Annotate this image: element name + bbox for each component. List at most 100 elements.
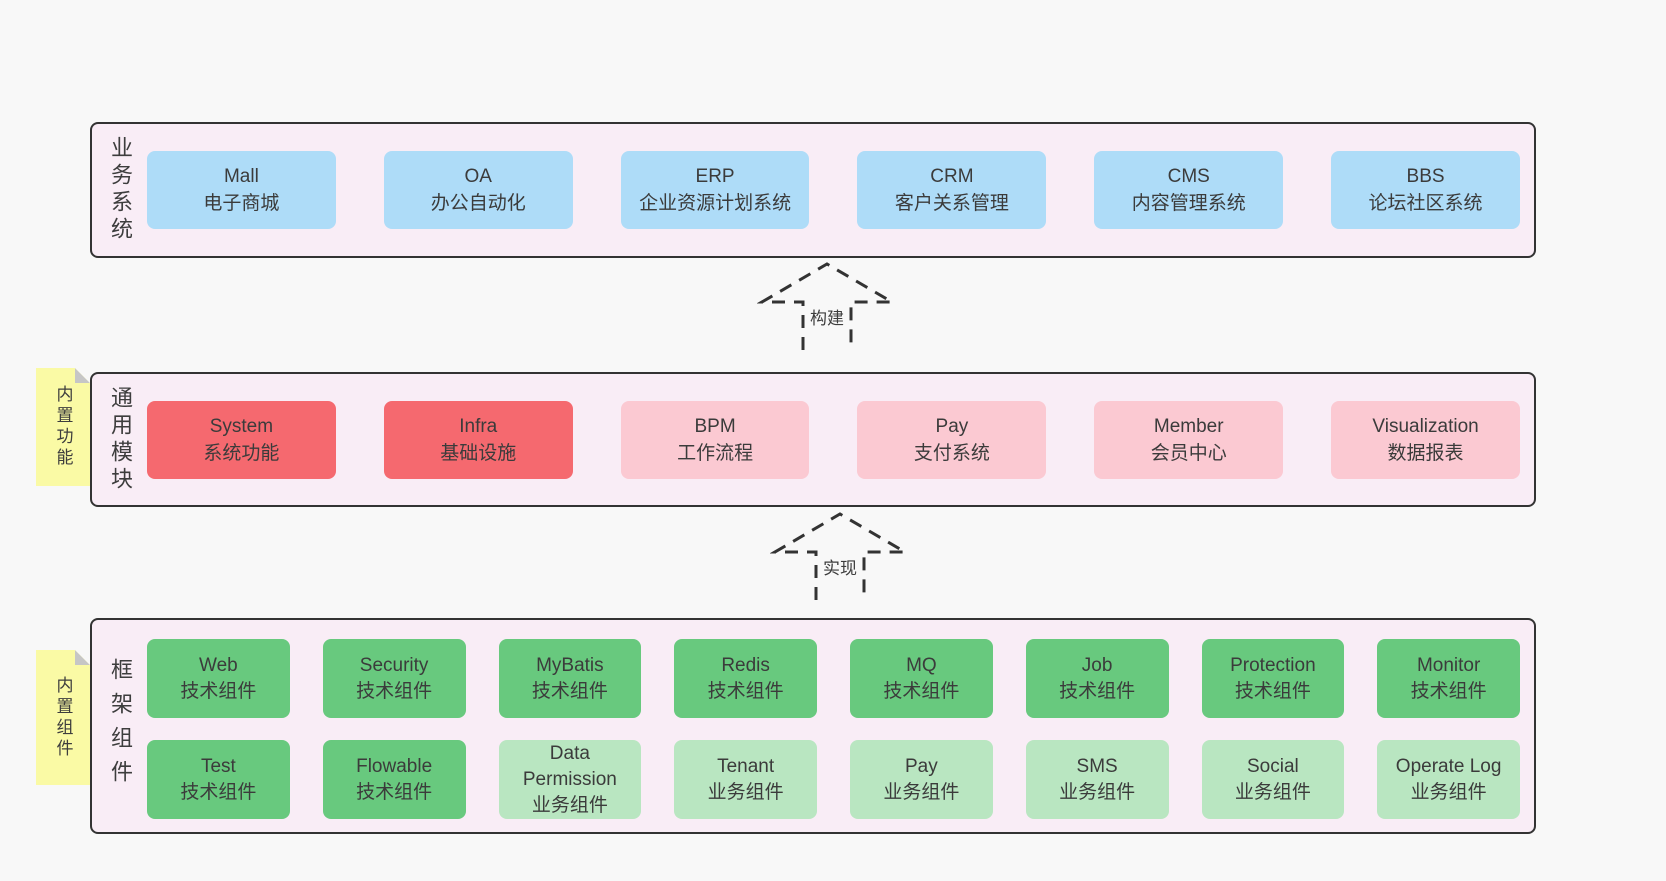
box-title: Redis — [721, 654, 770, 676]
section-label: 通用模块 — [108, 385, 133, 494]
box-title: Member — [1153, 415, 1224, 437]
box-subtitle: 技术组件 — [1410, 680, 1487, 702]
box-pay-module: Pay 支付系统 — [857, 400, 1047, 479]
box-subtitle: 技术组件 — [883, 680, 960, 702]
box-bpm: BPM 工作流程 — [620, 400, 810, 479]
section-label: 业务系统 — [108, 136, 133, 244]
box-mall: Mall 电子商城 — [147, 151, 336, 229]
arrow-label: 实现 — [820, 554, 860, 579]
box-title: ERP — [695, 166, 735, 187]
sticky-tag-label: 内置组件 — [53, 675, 73, 760]
arrow-build: 构建 — [757, 260, 897, 352]
box-monitor: Monitor 技术组件 — [1377, 639, 1520, 718]
box-title: Tenant — [717, 755, 775, 777]
note-fold-corner — [75, 368, 90, 383]
box-sms: SMS 业务组件 — [1025, 740, 1169, 819]
box-subtitle: 客户关系管理 — [894, 193, 1009, 214]
section-common-modules: 通用模块 System 系统功能 Infra 基础设施 BPM 工作流程 Pay… — [90, 372, 1536, 507]
sticky-tag-label: 内置功能 — [53, 385, 73, 469]
box-title: Web — [199, 654, 238, 676]
box-title: Operate Log — [1395, 755, 1502, 777]
section-business-systems: 业务系统 Mall 电子商城 OA 办公自动化 ERP 企业资源计划系统 CRM… — [90, 122, 1536, 258]
box-subtitle: 业务组件 — [1059, 781, 1136, 803]
box-web: Web 技术组件 — [147, 639, 290, 718]
arrow-implement: 实现 — [770, 510, 910, 602]
box-title: Flowable — [356, 755, 433, 777]
box-infra: Infra 基础设施 — [383, 400, 573, 479]
component-boxes-grid: Web 技术组件 Security 技术组件 MyBatis 技术组件 Redi… — [147, 639, 1520, 819]
box-title: MQ — [906, 654, 937, 676]
box-subtitle: 工作流程 — [677, 442, 754, 464]
dashed-up-arrow-icon — [757, 262, 897, 350]
box-tenant: Tenant 业务组件 — [674, 740, 817, 819]
box-subtitle: 支付系统 — [913, 442, 990, 464]
box-subtitle: 企业资源计划系统 — [639, 193, 792, 214]
box-protection: Protection 技术组件 — [1201, 639, 1345, 718]
box-title: Visualization — [1372, 415, 1479, 437]
section-label: 框架组件 — [108, 658, 133, 794]
box-title: OA — [464, 166, 492, 187]
box-security: Security 技术组件 — [322, 639, 466, 718]
sticky-tag-built-in-components: 内置组件 — [36, 650, 90, 785]
box-mq: MQ 技术组件 — [850, 639, 993, 718]
box-subtitle: 办公自动化 — [430, 193, 526, 214]
box-title: CMS — [1167, 166, 1210, 187]
box-subtitle: 内容管理系统 — [1131, 193, 1246, 214]
box-subtitle: 系统功能 — [203, 442, 280, 464]
section-framework-components: 框架组件 Web 技术组件 Security 技术组件 MyBatis 技术组件… — [90, 618, 1536, 834]
box-title: BBS — [1406, 166, 1445, 187]
box-title: Mall — [223, 166, 259, 187]
box-title: SMS — [1076, 755, 1118, 777]
box-title: Test — [200, 755, 236, 777]
box-subtitle: 电子商城 — [203, 193, 280, 214]
box-redis: Redis 技术组件 — [674, 639, 817, 718]
box-subtitle: 数据报表 — [1387, 442, 1464, 464]
box-subtitle: 业务组件 — [1234, 781, 1311, 803]
box-cms: CMS 内容管理系统 — [1094, 151, 1284, 229]
box-oa: OA 办公自动化 — [383, 151, 573, 229]
box-system: System 系统功能 — [147, 400, 336, 479]
box-title: Job — [1081, 654, 1113, 676]
box-title: Infra — [459, 415, 498, 437]
box-subtitle: 技术组件 — [180, 680, 257, 702]
box-subtitle: 论坛社区系统 — [1368, 193, 1483, 214]
box-title: Data Permission — [522, 742, 617, 790]
module-boxes-row: System 系统功能 Infra 基础设施 BPM 工作流程 Pay 支付系统… — [147, 374, 1520, 505]
box-test: Test 技术组件 — [147, 740, 290, 819]
box-subtitle: 技术组件 — [707, 680, 784, 702]
box-title: Pay — [905, 755, 938, 777]
box-title: MyBatis — [536, 654, 604, 676]
dashed-up-arrow-icon — [770, 512, 910, 600]
box-data-permission: Data Permission 业务组件 — [498, 740, 642, 819]
box-subtitle: 技术组件 — [180, 781, 257, 803]
box-title: Pay — [935, 415, 969, 437]
box-bbs: BBS 论坛社区系统 — [1331, 151, 1520, 229]
box-social: Social 业务组件 — [1201, 740, 1345, 819]
box-crm: CRM 客户关系管理 — [857, 151, 1047, 229]
box-title: Security — [359, 654, 429, 676]
box-subtitle: 技术组件 — [1059, 680, 1136, 702]
box-subtitle: 业务组件 — [707, 781, 784, 803]
box-member: Member 会员中心 — [1094, 400, 1284, 479]
box-visualization: Visualization 数据报表 — [1331, 400, 1520, 479]
box-pay-component: Pay 业务组件 — [850, 740, 993, 819]
box-erp: ERP 企业资源计划系统 — [620, 151, 810, 229]
box-job: Job 技术组件 — [1025, 639, 1169, 718]
box-subtitle: 技术组件 — [356, 781, 433, 803]
box-title: Social — [1247, 755, 1299, 777]
box-subtitle: 业务组件 — [883, 781, 960, 803]
box-operate-log: Operate Log 业务组件 — [1377, 740, 1520, 819]
business-boxes-row: Mall 电子商城 OA 办公自动化 ERP 企业资源计划系统 CRM 客户关系… — [147, 124, 1520, 256]
box-mybatis: MyBatis 技术组件 — [498, 639, 642, 718]
box-subtitle: 业务组件 — [531, 794, 608, 816]
note-fold-corner — [75, 650, 90, 665]
box-subtitle: 会员中心 — [1150, 442, 1227, 464]
box-title: Protection — [1230, 654, 1316, 676]
arrow-label: 构建 — [807, 304, 847, 329]
box-subtitle: 技术组件 — [1234, 680, 1311, 702]
box-title: Monitor — [1416, 654, 1481, 676]
box-flowable: Flowable 技术组件 — [322, 740, 466, 819]
box-title: CRM — [930, 166, 974, 187]
box-subtitle: 技术组件 — [531, 680, 608, 702]
box-subtitle: 技术组件 — [356, 680, 433, 702]
